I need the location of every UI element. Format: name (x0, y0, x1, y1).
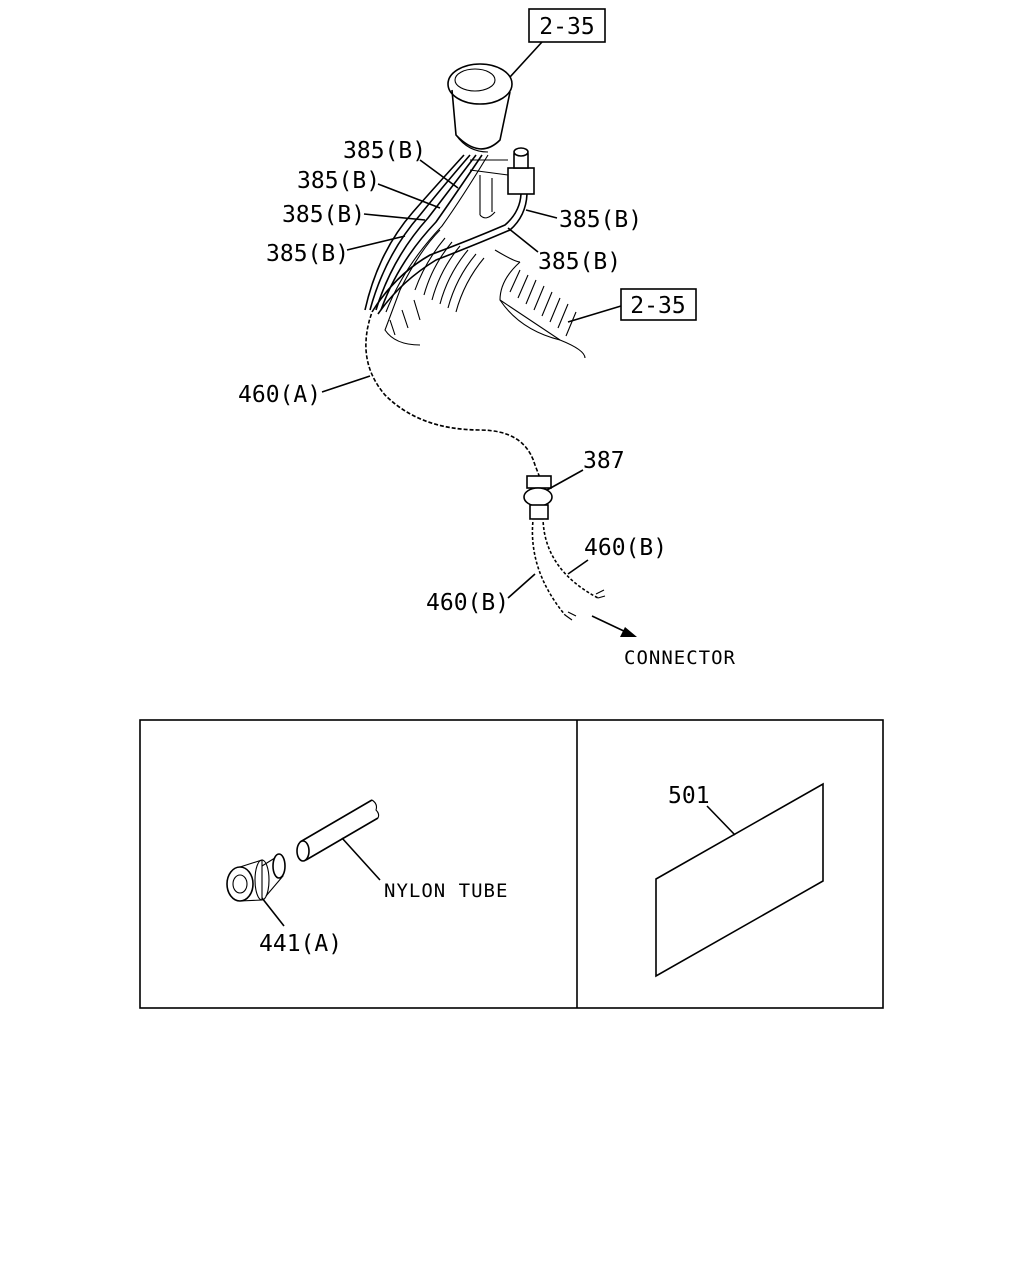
wire-bundle (364, 154, 528, 315)
callout-385b-5: 385(B) (559, 207, 642, 233)
label-nylon-tube: NYLON TUBE (384, 880, 508, 902)
switch-unit (469, 147, 535, 219)
ref-box-right: 2-35 (567, 288, 697, 323)
label-sheet-501 (655, 782, 824, 978)
ref-box-top: 2-35 (499, 8, 606, 89)
ref-top-label: 2-35 (539, 14, 594, 40)
inset-panels (139, 719, 884, 1009)
label-501: 501 (668, 783, 710, 809)
corrugated-tube-460a (361, 310, 544, 480)
callout-385b-6: 385(B) (538, 249, 621, 275)
callout-460b-right: 460(B) (584, 535, 667, 561)
callout-460b-left: 460(B) (426, 590, 509, 616)
ref-right-label: 2-35 (630, 293, 685, 319)
callout-385b-2: 385(B) (297, 168, 380, 194)
tubes-460b (529, 519, 606, 621)
callout-connector: CONNECTOR (624, 647, 736, 669)
fitting-441a (226, 853, 286, 902)
nylon-tube (296, 799, 380, 862)
label-441a: 441(A) (259, 931, 342, 957)
connector-arrow (591, 615, 637, 637)
callout-387: 387 (583, 448, 625, 474)
callout-385b-1: 385(B) (343, 138, 426, 164)
shift-knob (447, 63, 513, 153)
callout-385b-3: 385(B) (282, 202, 365, 228)
shift-boot-bellows (384, 229, 586, 359)
grommet-387 (523, 475, 553, 520)
callout-385b-4: 385(B) (266, 241, 349, 267)
callout-460a: 460(A) (238, 382, 321, 408)
